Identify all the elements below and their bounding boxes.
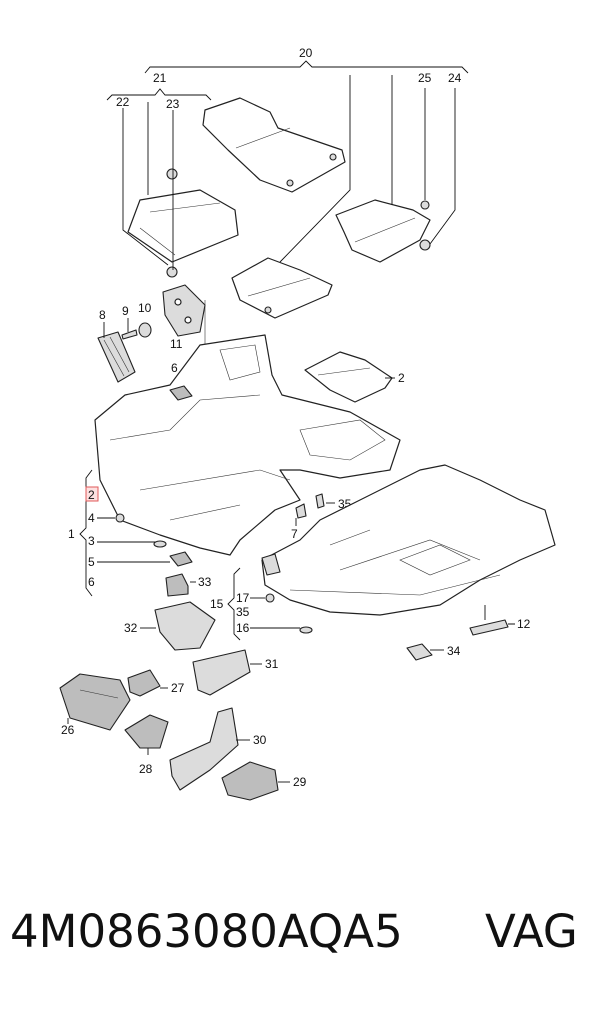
callout-15: 15 — [210, 597, 224, 611]
group-bracket-20: 20 — [144, 46, 469, 74]
callout-29: 29 — [293, 775, 307, 789]
callout-4: 4 — [88, 511, 95, 525]
callout-22: 22 — [116, 95, 130, 109]
floor-mat-front-left — [127, 168, 239, 278]
rear-floor-carpet — [261, 464, 556, 616]
callout-21: 21 — [153, 71, 167, 85]
part-number: 4M0863080AQA5 — [10, 905, 403, 958]
footer: 4M0863080AQA5 VAG — [0, 905, 600, 985]
floor-mat-rear-left — [231, 257, 333, 319]
foam-block-28 — [124, 714, 169, 749]
callout-28: 28 — [139, 762, 153, 776]
callout-35-bottom: 35 — [236, 605, 250, 619]
callout-1: 1 — [68, 527, 75, 541]
callout-2-highlighted: 2 — [88, 488, 95, 502]
callout-11: 11 — [170, 337, 183, 351]
highlight-box-2 — [85, 486, 99, 502]
callout-16: 16 — [236, 621, 250, 635]
foam-block-31 — [192, 649, 251, 696]
callout-33: 33 — [198, 575, 212, 589]
callout-7: 7 — [291, 527, 298, 541]
foam-block-29 — [221, 761, 279, 801]
callout-12: 12 — [517, 617, 531, 631]
callout-17: 17 — [236, 591, 250, 605]
callout-25: 25 — [418, 71, 432, 85]
clip-5 — [169, 551, 193, 567]
callout-10: 10 — [138, 301, 152, 315]
callout-23: 23 — [166, 97, 180, 111]
callout-5: 5 — [88, 555, 95, 569]
callout-2-mat: 2 — [398, 371, 405, 385]
callout-30: 30 — [253, 733, 267, 747]
clip-7 — [295, 503, 307, 519]
callout-20: 20 — [299, 46, 313, 60]
callout-31: 31 — [265, 657, 279, 671]
callout-32: 32 — [124, 621, 138, 635]
bracket-11 — [162, 284, 206, 337]
foam-block-26 — [59, 673, 131, 731]
callout-27: 27 — [171, 681, 185, 695]
callout-9: 9 — [122, 304, 129, 318]
callout-34: 34 — [447, 644, 461, 658]
callout-6-top: 6 — [171, 361, 178, 375]
foam-bracket-30 — [169, 707, 239, 791]
trim-strip-8 — [97, 331, 136, 383]
foam-strip-12 — [469, 619, 509, 636]
floor-mat-2 — [304, 351, 393, 403]
clip-34 — [406, 643, 433, 661]
callout-6-bottom: 6 — [88, 575, 95, 589]
bolt-9 — [121, 329, 138, 340]
callout-26: 26 — [61, 723, 75, 737]
foam-block-32 — [154, 601, 216, 651]
floor-mat-rear-right — [335, 199, 431, 263]
brand-label: VAG — [485, 905, 578, 958]
floor-mat-front-right — [202, 97, 346, 193]
foam-block-27 — [127, 669, 161, 697]
clip-35-top — [315, 493, 325, 509]
cap-10 — [138, 322, 152, 338]
clip-6-top — [169, 385, 193, 401]
group-bracket-21: 21 — [106, 71, 212, 101]
foam-pad-33 — [165, 573, 189, 597]
callout-8: 8 — [99, 308, 106, 322]
callout-24: 24 — [448, 71, 462, 85]
exploded-parts-diagram: 20 21 22 23 25 24 8 — [59, 46, 556, 801]
callout-3: 3 — [88, 534, 95, 548]
